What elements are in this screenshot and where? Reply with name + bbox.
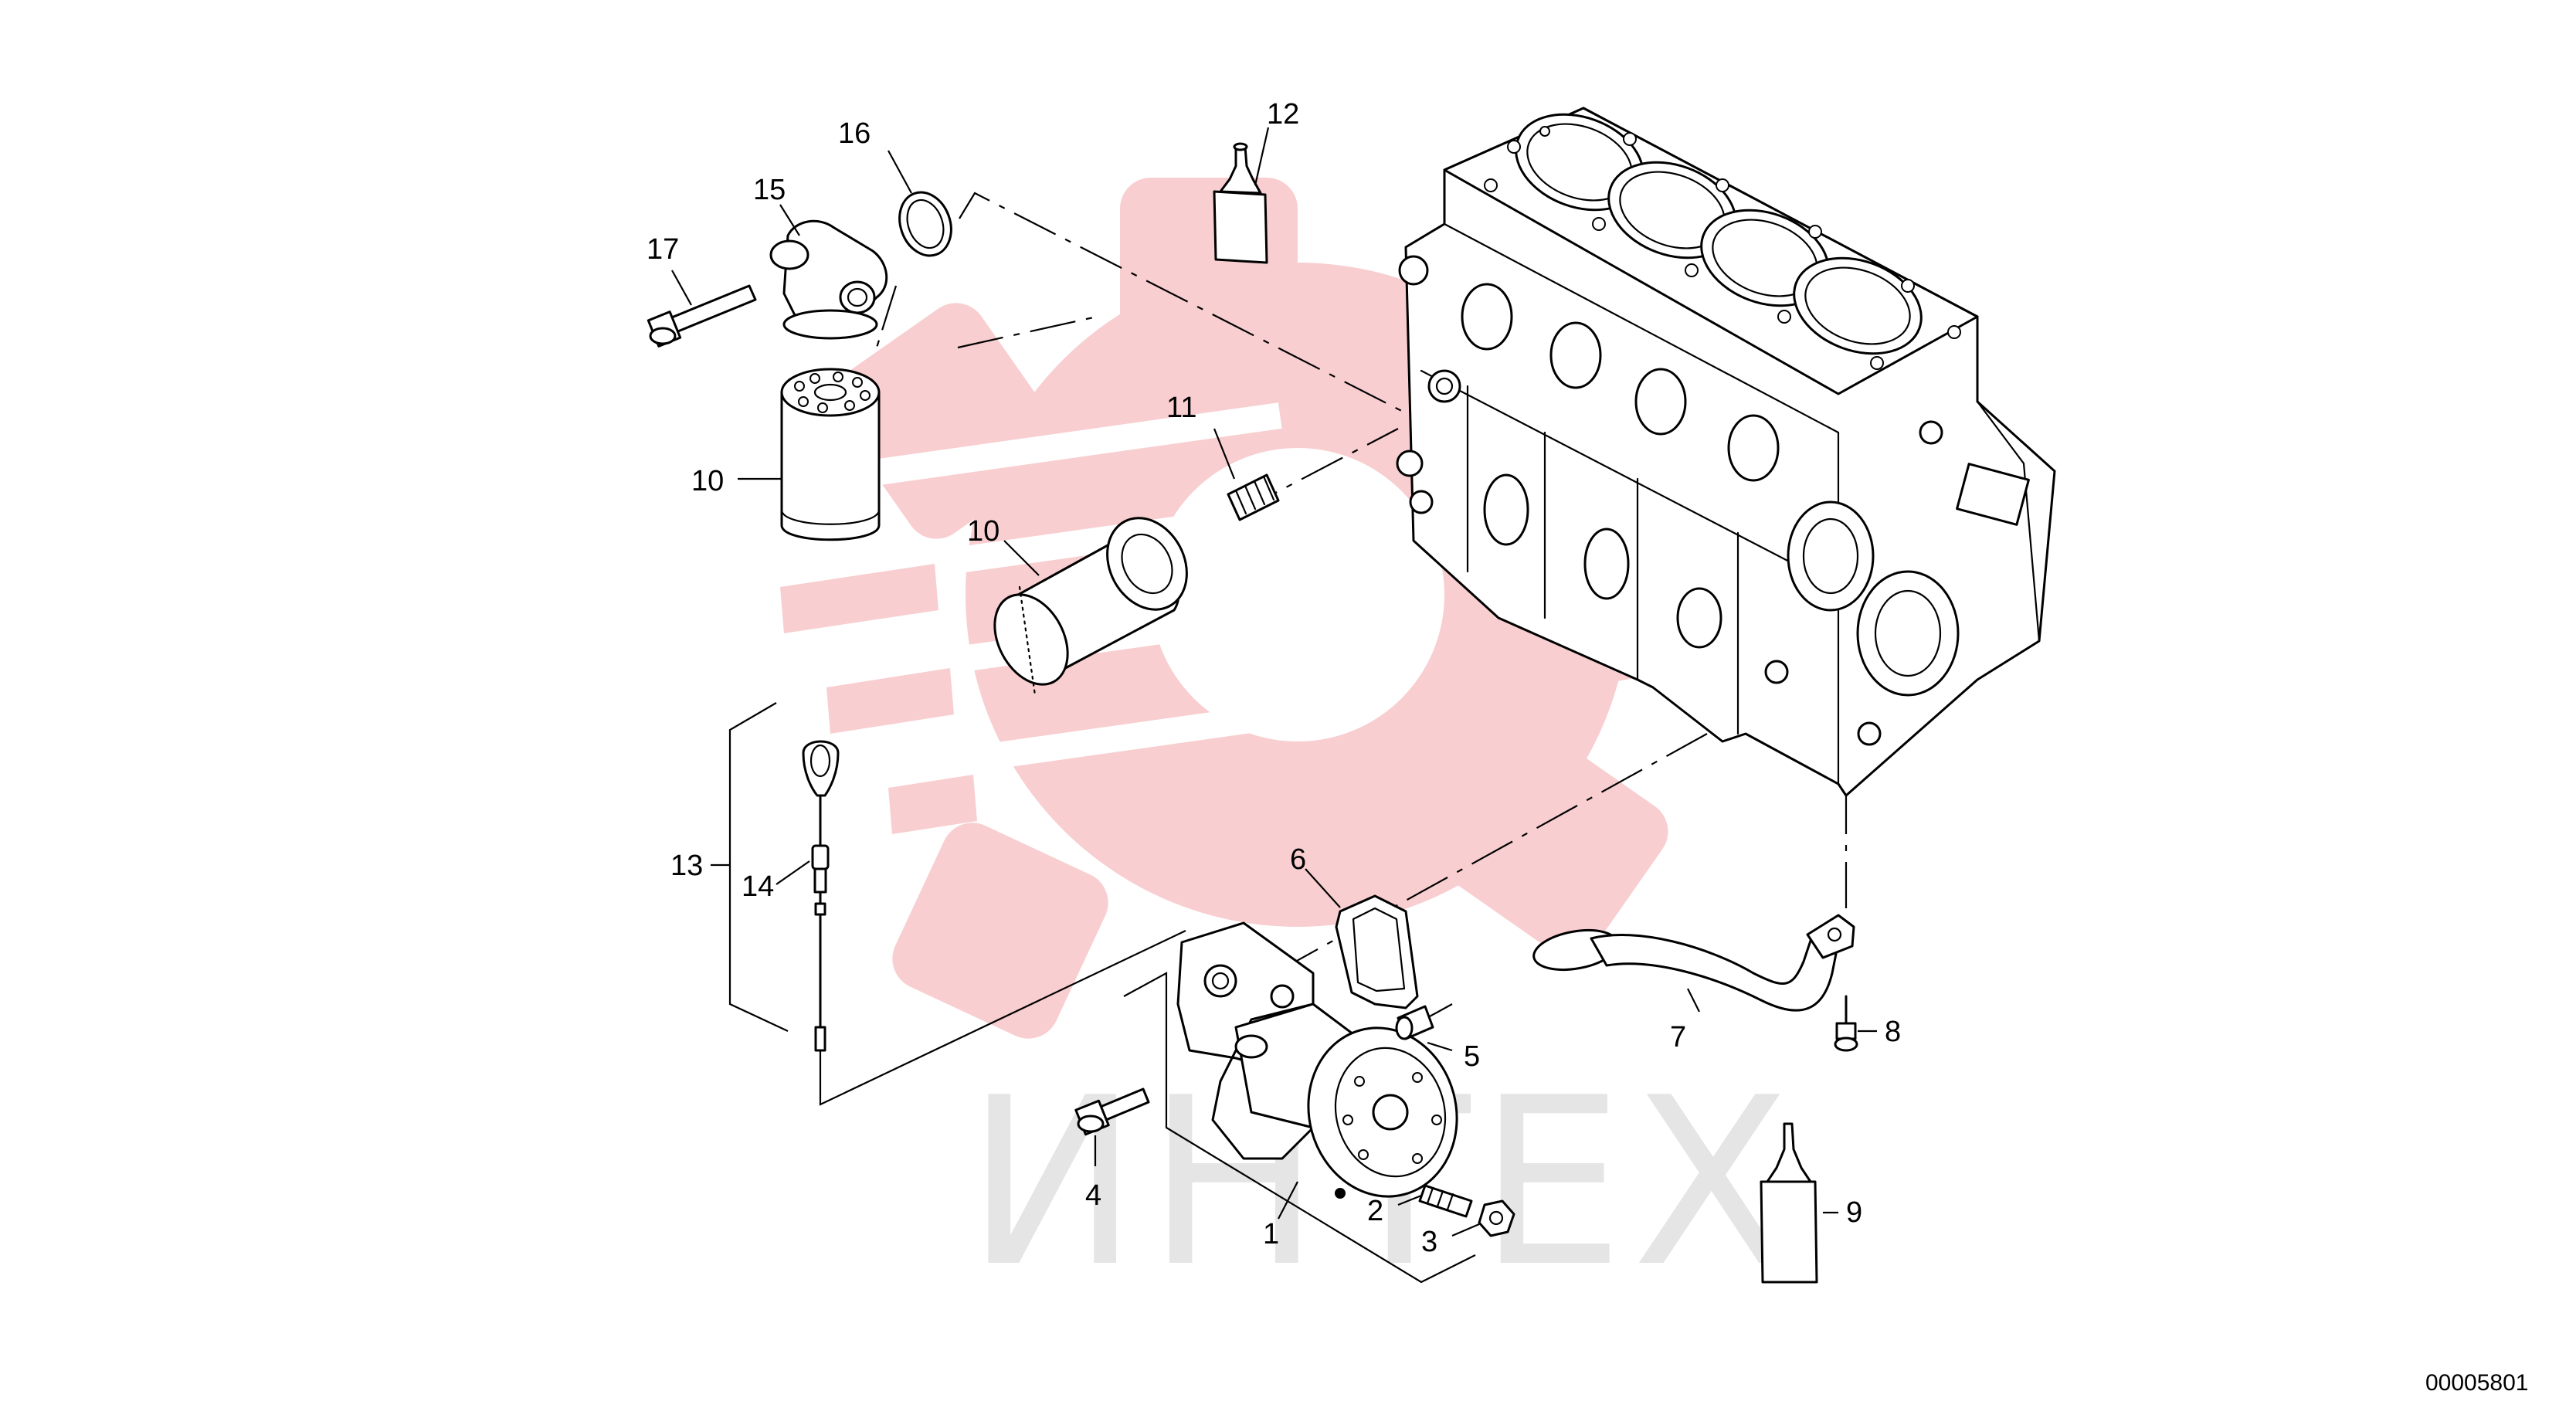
engine-block — [1396, 107, 2056, 797]
callout-14: 14 — [742, 870, 774, 903]
callout-11: 11 — [1166, 392, 1196, 424]
dowel-bushing-5 — [1395, 1005, 1434, 1040]
oil-pump-1 — [1176, 921, 1458, 1199]
callout-3: 3 — [1421, 1226, 1437, 1258]
bracket-13 — [711, 702, 1186, 1106]
callout-13: 13 — [670, 850, 703, 882]
callout-16: 16 — [838, 117, 871, 150]
stud-2 — [1418, 1184, 1473, 1218]
callout-5: 5 — [1464, 1040, 1480, 1073]
screw-4 — [1074, 1087, 1150, 1136]
callout-2: 2 — [1367, 1195, 1383, 1227]
leader-lines — [671, 127, 1877, 1237]
oil-filter-head-15 — [769, 219, 888, 340]
callout-6: 6 — [1290, 843, 1306, 876]
callout-12: 12 — [1267, 98, 1299, 131]
callout-9: 9 — [1846, 1196, 1862, 1229]
callout-1: 1 — [1263, 1218, 1279, 1250]
gasket-6 — [1335, 894, 1419, 1009]
callout-10-upper: 10 — [691, 465, 724, 497]
callout-4: 4 — [1085, 1179, 1101, 1212]
threaded-nipple-11 — [1227, 473, 1280, 521]
sealant-tube-12 — [1213, 142, 1268, 264]
callout-17: 17 — [647, 233, 679, 266]
pump-outline-bracket — [1123, 972, 1476, 1284]
bolt-8 — [1834, 995, 1858, 1052]
drawing-number: 00005801 — [2425, 1370, 2528, 1396]
nut-3 — [1478, 1199, 1515, 1237]
dipstick-14 — [802, 740, 840, 1052]
oil-suction-pipe-7 — [1532, 914, 1855, 1012]
callout-10-lower: 10 — [967, 515, 1000, 548]
callout-15: 15 — [753, 174, 786, 206]
spin-on-filter-10-lower — [993, 517, 1188, 697]
sealant-tube-9 — [1760, 1122, 1818, 1284]
o-ring-16 — [898, 191, 952, 257]
filter-cartridge-10-upper — [780, 368, 881, 541]
bolt-17 — [647, 284, 757, 348]
callout-7: 7 — [1670, 1021, 1686, 1053]
callout-labels: 1 2 3 4 5 6 7 8 9 10 10 11 12 13 14 15 1… — [647, 98, 1901, 1258]
callout-8: 8 — [1885, 1016, 1901, 1048]
